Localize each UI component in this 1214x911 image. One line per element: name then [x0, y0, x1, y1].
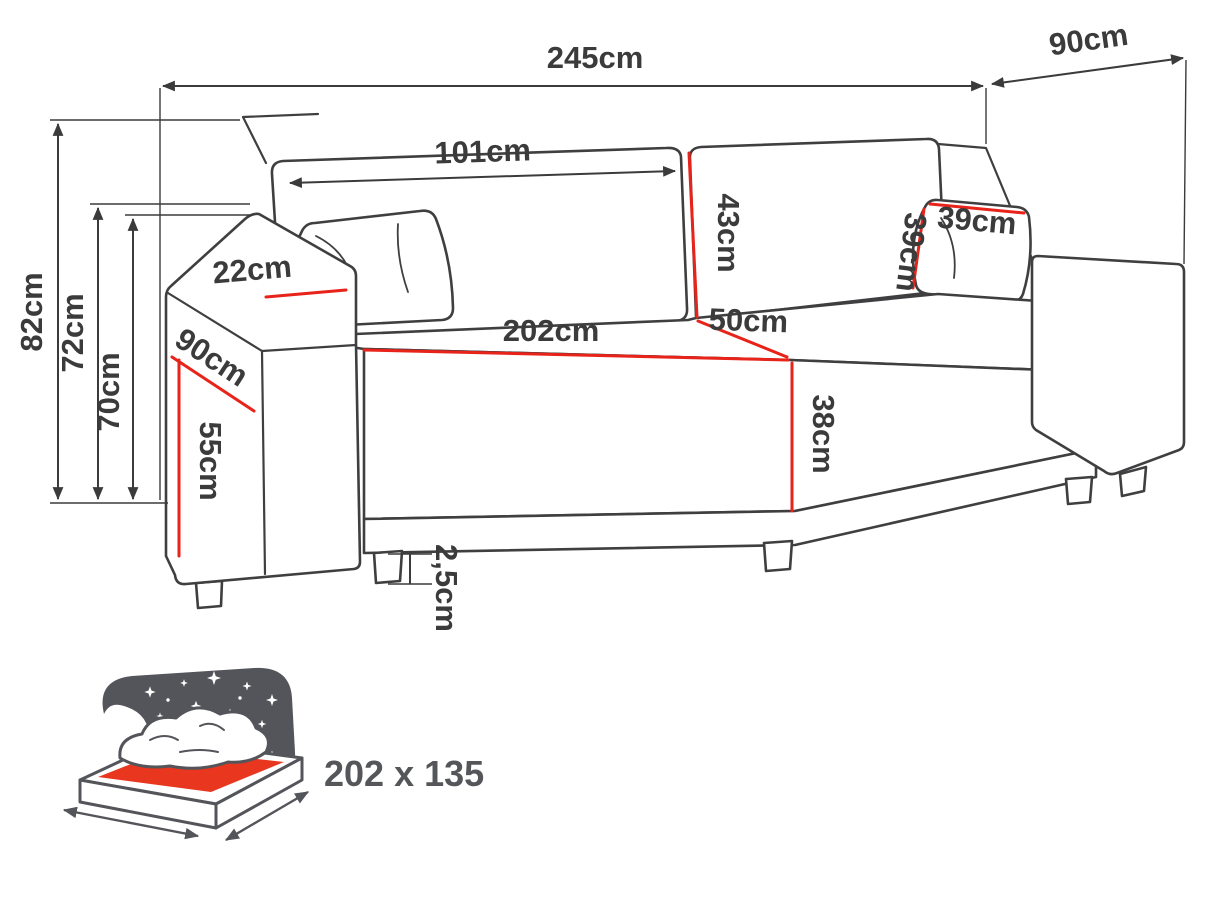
star-dot [238, 696, 242, 700]
dim-backrest-cushion-width: 101cm [288, 132, 677, 189]
back-panel-left-edge [241, 112, 320, 165]
dim-label-base-height: 55cm [193, 421, 228, 500]
blanket-fold [149, 735, 179, 741]
pillow-right-wrinkle [940, 217, 956, 279]
edge-armrest-width [264, 288, 348, 299]
sofa-foot [762, 539, 794, 573]
dim-backrest-height: 72cm [55, 206, 104, 501]
armrest-left-inner-edge [260, 343, 358, 353]
seat-base [362, 447, 1098, 555]
dimension-lines: 245cm 90cm 82cm 72cm 70cm 101cm 43cm 50c… [14, 17, 1187, 632]
edge-seat-cushion-depth [696, 319, 789, 359]
armrest-right-outline [1030, 254, 1186, 476]
dim-label-total-height: 82cm [14, 272, 49, 351]
blanket-fold [179, 749, 219, 753]
dim-label-seat-cushion-depth: 50cm [708, 302, 788, 340]
dim-label-armrest-height: 70cm [91, 352, 126, 431]
dim-label-armrest-width: 22cm [211, 249, 293, 291]
dim-label-seat-front-height: 38cm [806, 394, 841, 473]
sofa-foot [372, 549, 404, 585]
dim-label-backrest-cushion-height: 43cm [711, 193, 746, 272]
extension-line [1183, 59, 1187, 265]
edge-armrest-depth [170, 355, 256, 413]
edge-backrest-cushion-height [687, 151, 699, 319]
highlight-edges [170, 151, 1026, 558]
star-dot [166, 698, 170, 702]
dim-label-pillow-width: 39cm [936, 200, 1018, 242]
dim-total-height: 82cm [14, 122, 64, 501]
width-arrow-icon [62, 806, 200, 840]
dim-label-backrest-height: 72cm [55, 293, 90, 372]
depth-arrow-icon [224, 790, 310, 842]
dim-line-total-depth [990, 54, 1185, 88]
blanket [118, 706, 270, 770]
armrest-left-front-edge [260, 349, 267, 576]
edge-seat-width [362, 348, 790, 362]
sleeping-size-label: 202 x 135 [324, 753, 484, 794]
dim-label-seat-width: 202cm [503, 313, 600, 348]
sleeping-area-icon: 202 x 135 [62, 667, 484, 842]
dim-label-total-width: 245cm [547, 40, 644, 75]
dim-label-backrest-cushion-width: 101cm [434, 132, 532, 170]
edge-pillow-width [928, 202, 1026, 215]
pillow-left-wrinkle [396, 223, 409, 293]
dim-line-backrest-cushion-width [288, 165, 677, 189]
dim-label-leg-height: 2,5cm [429, 544, 464, 632]
sofa-drawing [164, 112, 1186, 610]
dim-total-width: 245cm [161, 40, 985, 92]
dim-label-total-depth: 90cm [1047, 17, 1130, 63]
armrest-left-top-edge [166, 291, 264, 353]
blanket-fold [199, 722, 225, 731]
dim-leg-height: 2,5cm [388, 544, 464, 632]
dim-armrest-height: 70cm [91, 217, 139, 501]
dim-total-depth: 90cm [990, 17, 1185, 88]
edge-pillow-height [911, 207, 926, 290]
sofa-foot [1064, 475, 1094, 506]
sofa-foot [1118, 465, 1148, 498]
sofa-foot [194, 579, 224, 610]
armrest-right [1030, 254, 1186, 476]
armrest-left [164, 212, 362, 586]
